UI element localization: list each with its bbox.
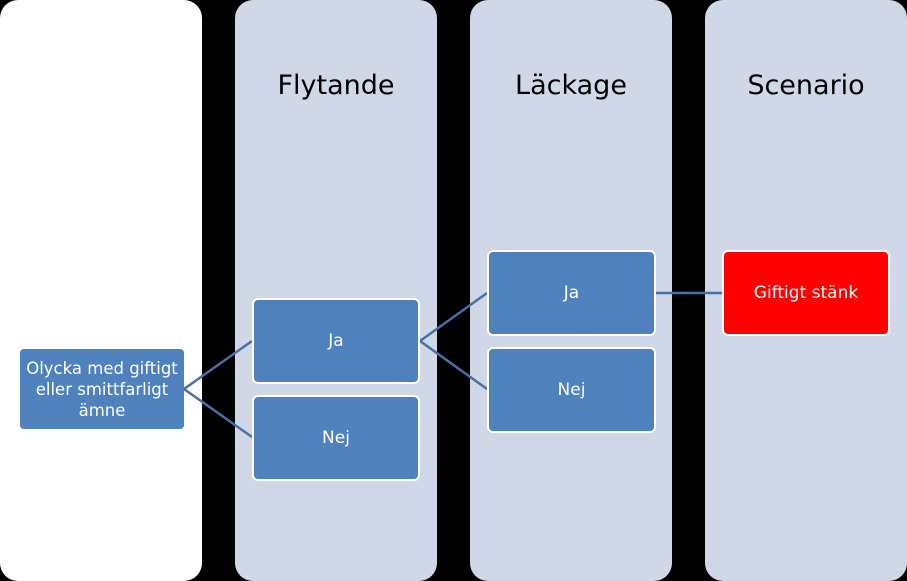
node-lackage-nej-label: Nej <box>557 380 586 400</box>
lane-title-scenario: Scenario <box>747 70 865 101</box>
lane-start <box>0 0 202 581</box>
node-start-label: Olycka med giftigt eller smittfarligt äm… <box>26 358 178 420</box>
edge-flytande-ja-lackage-nej <box>419 339 488 391</box>
node-lackage-nej: Nej <box>487 347 656 433</box>
node-lackage-ja-label: Ja <box>563 283 580 303</box>
node-flytande-nej: Nej <box>252 395 420 481</box>
node-lackage-ja: Ja <box>487 250 656 336</box>
node-flytande-nej-label: Nej <box>322 428 350 448</box>
node-flytande-ja: Ja <box>252 298 420 384</box>
node-start-accident: Olycka med giftigt eller smittfarligt äm… <box>20 349 184 429</box>
lane-title-flytande: Flytande <box>277 70 395 101</box>
edge-start-flytande-ja <box>183 339 253 391</box>
lane-flytande: Flytande <box>235 0 437 581</box>
edge-flytande-ja-lackage-ja <box>419 291 488 343</box>
node-flytande-ja-label: Ja <box>328 331 344 351</box>
edge-start-flytande-nej <box>183 387 253 439</box>
node-scenario-result-label: Giftigt stänk <box>753 283 859 303</box>
lane-title-lackage: Läckage <box>515 70 627 101</box>
node-scenario-result: Giftigt stänk <box>722 250 890 336</box>
